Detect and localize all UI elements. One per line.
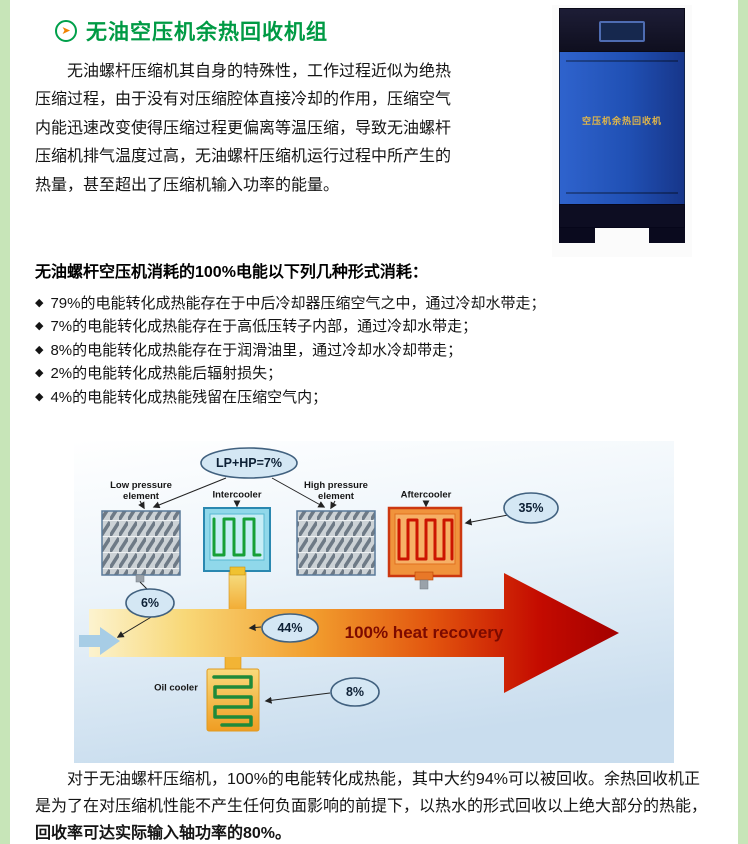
list-item: ◆ 4%的电能转化成热能残留在压缩空气内； [35, 386, 707, 409]
page-title: 无油空压机余热回收机组 [86, 21, 328, 44]
machine-feet [559, 228, 685, 243]
machine-body: 空压机余热回收机 [559, 52, 685, 204]
low-pressure-label: Low pressure element [110, 480, 172, 502]
intercooler-label: Intercooler [212, 489, 262, 501]
compressor-cabinet: 空压机余热回收机 [559, 8, 685, 257]
page-header: ➤ 无油空压机余热回收机组 [55, 16, 328, 46]
list-item: ◆ 79%的电能转化成热能存在于中后冷却器压缩空气之中，通过冷却水带走； [35, 292, 707, 315]
page-left-border [0, 0, 10, 844]
machine-label: 空压机余热回收机 [581, 116, 662, 126]
aftercooler-pct-ellipse [503, 492, 559, 524]
callout-lp-hp: LP+HP=7% [215, 456, 283, 470]
list-item: ◆ 8%的电能转化成热能存在于润滑油里，通过冷却水冷却带走； [35, 339, 707, 362]
lp-hp-ellipse [200, 447, 298, 479]
callout-intercooler-pct: 44% [277, 621, 303, 635]
list-item-text: 2%的电能转化成热能后辐射损失； [50, 365, 283, 383]
heat-recovery-label: 100% heat recovery [344, 623, 504, 642]
callout-ellipses [125, 447, 559, 707]
callout-low-pressure-pct: 6% [140, 596, 160, 610]
inlet-arrow [79, 627, 120, 655]
callout-oil-cooler-pct: 8% [345, 685, 365, 699]
machine-vent-line [566, 60, 678, 62]
machine-control-panel [559, 8, 685, 52]
low-pressure-element-graphic [101, 510, 181, 583]
intro-paragraph: 无油螺杆压缩机其自身的特殊性，工作过程近似为绝热压缩过程，由于没有对压缩腔体直接… [35, 63, 452, 194]
closing-text: 对于无油螺杆压缩机，100%的电能转化成热能，其中大约94%可以被回收。余热回收… [35, 771, 708, 816]
compressor-photo: 空压机余热回收机 [552, 5, 692, 257]
machine-foot-right [649, 228, 685, 243]
diamond-bullet-icon: ◆ [35, 343, 44, 356]
machine-vent-line [566, 192, 678, 194]
heat-recovery-diagram: LP+HP=7% Low pressure element Intercoole… [74, 441, 674, 763]
list-item-text: 8%的电能转化成热能存在于润滑油里，通过冷却水冷却带走； [50, 341, 463, 359]
callout-aftercooler-pct: 35% [518, 501, 544, 515]
title-bullet-icon: ➤ [55, 20, 77, 42]
intercooler-graphic [203, 507, 271, 576]
aftercooler-label: Aftercooler [400, 489, 452, 501]
list-item-text: 7%的电能转化成热能存在于高低压转子内部，通过冷却水带走； [50, 318, 478, 336]
page-right-border [738, 0, 748, 844]
diamond-bullet-icon: ◆ [35, 390, 44, 403]
oil-cooler-pct-ellipse [330, 677, 380, 707]
intercooler-pipe [228, 568, 247, 614]
list-item: ◆ 2%的电能转化成热能后辐射损失； [35, 362, 707, 385]
machine-display [599, 21, 645, 42]
callout-connectors [116, 477, 509, 704]
oil-cooler-graphic [206, 668, 260, 732]
list-item-text: 79%的电能转化成热能存在于中后冷却器压缩空气之中，通过冷却水带走； [50, 295, 546, 312]
high-pressure-element-graphic [296, 510, 376, 576]
machine-base [559, 204, 685, 228]
low-pressure-pct-ellipse [125, 588, 175, 618]
heat-recovery-diagram-graphic [74, 441, 674, 763]
intercooler-pct-ellipse [261, 613, 319, 643]
consumption-list: ◆ 79%的电能转化成热能存在于中后冷却器压缩空气之中，通过冷却水带走； ◆ 7%的… [35, 292, 707, 409]
diamond-bullet-icon: ◆ [35, 320, 44, 333]
machine-foot-left [559, 228, 595, 243]
heat-flow-arrow [89, 573, 619, 693]
oil-cooler-label: Oil cooler [154, 682, 198, 694]
arrow-icon: ➤ [61, 24, 71, 37]
aftercooler-graphic [387, 506, 463, 590]
consumption-heading: 无油螺杆空压机消耗的100%电能以下列几种形式消耗： [35, 264, 428, 281]
diamond-bullet-icon: ◆ [35, 367, 44, 380]
closing-paragraph: 对于无油螺杆压缩机，100%的电能转化成热能，其中大约94%可以被回收。余热回收… [35, 766, 713, 844]
diamond-bullet-icon: ◆ [35, 297, 44, 309]
high-pressure-label: High pressure element [304, 480, 368, 502]
closing-bold-text: 回收率可达实际输入轴功率的80%。 [35, 825, 292, 843]
list-item: ◆ 7%的电能转化成热能存在于高低压转子内部，通过冷却水带走； [35, 315, 707, 338]
list-item-text: 4%的电能转化成热能残留在压缩空气内； [50, 388, 328, 406]
